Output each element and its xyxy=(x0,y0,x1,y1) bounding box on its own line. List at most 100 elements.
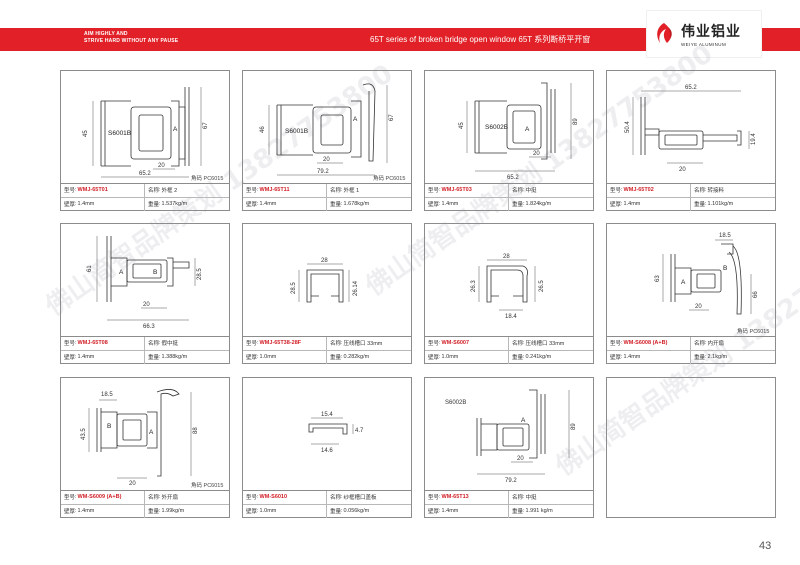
empty-card xyxy=(606,377,776,518)
dim-bottom-width: 14.6 xyxy=(321,448,333,454)
model-code: WMJ-65T01 xyxy=(77,187,108,194)
profile-weight: 1.99kg/m xyxy=(161,508,185,515)
info-row: 型号:WM-S6007 名称:压线槽口 33mm xyxy=(425,337,593,351)
profile-drawing: 46 20 79.2 67 S6001B A xyxy=(260,83,395,176)
model-code: WM-65T13 xyxy=(441,494,469,501)
profile-card: 18.5 43.5 88 20 B A 角码 PC6015 型号:WM-S600… xyxy=(60,377,230,518)
name-label: 名称 xyxy=(512,341,524,348)
dim-top-width: 18.5 xyxy=(719,233,731,239)
profile-drawing: 18.5 63 66 20 A B xyxy=(655,233,759,315)
profile-name: 压线槽口 33mm xyxy=(343,341,383,348)
profile-drawing: 61 20 66.3 28.5 A B xyxy=(87,236,203,330)
weight-label: 重量 xyxy=(330,202,342,209)
dim-height: 28.5 xyxy=(291,282,297,294)
dim-width: 20 xyxy=(533,151,540,157)
weight-label: 重量 xyxy=(330,509,342,516)
info-row: 壁厚:1.4mm 重量:1.537kg/m xyxy=(61,197,229,211)
profile-name: 假中挺 xyxy=(161,341,179,348)
name-label: 名称 xyxy=(330,341,342,348)
name-label: 名称 xyxy=(330,495,342,502)
profile-name: 外框 2 xyxy=(161,188,178,195)
wall-thickness: 1.4mm xyxy=(77,201,95,208)
part-code: S6002B xyxy=(445,400,466,406)
wall-label: 壁厚 xyxy=(428,509,440,516)
info-row: 型号:WM-S6008 (A+B) 名称:内开扇 xyxy=(607,337,775,351)
dim-total-width: 65.2 xyxy=(139,171,151,177)
name-label: 名称 xyxy=(330,188,342,195)
dim-bottom-width: 18.4 xyxy=(505,314,517,320)
info-row: 型号:WM-65T13 名称:中挺 xyxy=(425,491,593,505)
profile-card: S6002B 20 79.2 89 A 型号:WM-65T13 名称:中挺 壁厚… xyxy=(424,377,594,518)
wall-thickness: 1.0mm xyxy=(259,508,277,515)
series-title: 65T series of broken bridge open window … xyxy=(370,35,591,44)
profile-weight: 1.101kg/m xyxy=(707,201,734,208)
dim-height: 45 xyxy=(83,130,89,137)
wall-thickness: 1.4mm xyxy=(77,508,95,515)
model-label: 型号 xyxy=(428,341,440,348)
wall-label: 壁厚 xyxy=(610,355,622,362)
info-table: 型号:WM-65T13 名称:中挺 壁厚:1.4mm 重量:1.991 kg/m xyxy=(425,490,593,518)
wall-thickness: 1.4mm xyxy=(623,354,641,361)
wall-label: 壁厚 xyxy=(610,202,622,209)
wall-thickness: 1.0mm xyxy=(259,354,277,361)
profile-name: 外开扇 xyxy=(161,495,179,502)
dim-inner-height: 26.14 xyxy=(353,280,359,296)
model-label: 型号 xyxy=(610,188,622,195)
profile-drawing: 45 20 65.2 67 S6001B A xyxy=(83,87,209,178)
profile-weight: 1.824kg/m xyxy=(525,201,552,208)
model-code: WM-S6010 xyxy=(259,494,288,501)
dim-total-height: 89 xyxy=(571,423,577,430)
corner-note: 角码 PC6015 xyxy=(737,329,770,335)
info-table: 型号:WM-S6010 名称:纱框槽口盖板 壁厚:1.0mm 重量:0.056k… xyxy=(243,490,411,518)
profile-weight: 2.1kg/m xyxy=(707,354,728,361)
profile-drawing: 18.5 43.5 88 20 B A xyxy=(81,389,199,487)
wall-thickness: 1.4mm xyxy=(441,201,459,208)
dim-width: 28 xyxy=(503,254,510,260)
profile-weight: 0.282kg/m xyxy=(343,354,370,361)
dim-total-height: 67 xyxy=(389,114,395,121)
weight-label: 重量 xyxy=(694,202,706,209)
part-label: S6002B xyxy=(485,124,508,131)
dim-small-height: 19.4 xyxy=(751,133,757,145)
part-label: A xyxy=(521,417,526,424)
info-row: 壁厚:1.0mm 重量:0.056kg/m xyxy=(243,504,411,518)
info-row: 壁厚:1.4mm 重量:1.678kg/m xyxy=(243,197,411,211)
dim-total-width: 66.3 xyxy=(143,324,155,330)
info-table: 型号:WMJ-65T38-28F 名称:压线槽口 33mm 壁厚:1.0mm 重… xyxy=(243,336,411,364)
wall-thickness: 1.0mm xyxy=(441,354,459,361)
profile-card: 28 26.3 26.5 18.4 型号:WM-S6007 名称:压线槽口 33… xyxy=(424,223,594,364)
part-label: A xyxy=(681,279,686,286)
info-table: 型号:WMJ-65T03 名称:中挺 壁厚:1.4mm 重量:1.824kg/m xyxy=(425,183,593,211)
profile-weight: 1.678kg/m xyxy=(343,201,370,208)
profile-name: 外框 1 xyxy=(343,188,360,195)
model-label: 型号 xyxy=(246,188,258,195)
part-label: S6001B xyxy=(285,128,308,135)
wall-label: 壁厚 xyxy=(64,509,76,516)
weight-label: 重量 xyxy=(694,355,706,362)
logo-english-text: WEIYE ALUMINUM xyxy=(681,42,727,47)
part-label: A xyxy=(353,116,358,123)
wall-thickness: 1.4mm xyxy=(441,508,459,515)
profile-card: 61 20 66.3 28.5 A B 型号:WMJ-65T08 名称:假中挺 … xyxy=(60,223,230,364)
wall-label: 壁厚 xyxy=(428,355,440,362)
model-label: 型号 xyxy=(64,495,76,502)
name-label: 名称 xyxy=(694,188,706,195)
profile-card: 46 20 79.2 67 S6001B A 角码 PC6015 型号:WMJ-… xyxy=(242,70,412,211)
profile-name: 压线槽口 33mm xyxy=(525,341,565,348)
profile-name: 纱框槽口盖板 xyxy=(343,495,377,502)
wall-label: 壁厚 xyxy=(64,355,76,362)
info-row: 型号:WMJ-65T38-28F 名称:压线槽口 33mm xyxy=(243,337,411,351)
info-row: 型号:WMJ-65T02 名称:转接料 xyxy=(607,184,775,198)
info-row: 型号:WMJ-65T08 名称:假中挺 xyxy=(61,337,229,351)
corner-note: 角码 PC6015 xyxy=(373,176,406,182)
info-table: 型号:WMJ-65T02 名称:转接料 壁厚:1.4mm 重量:1.101kg/… xyxy=(607,183,775,211)
dim-height: 61 xyxy=(87,265,93,272)
dim-width: 20 xyxy=(143,302,150,308)
part-label: A xyxy=(149,429,154,436)
dim-inner-height: 26.5 xyxy=(539,280,545,292)
slogan-line-2: STRIVE HARD WITHOUT ANY PAUSE xyxy=(84,38,179,44)
info-row: 壁厚:1.4mm 重量:1.824kg/m xyxy=(425,197,593,211)
dim-height: 46 xyxy=(260,126,266,133)
profile-drawing: 28 26.3 26.5 18.4 xyxy=(471,254,545,320)
dim-total-width: 79.2 xyxy=(505,478,517,484)
